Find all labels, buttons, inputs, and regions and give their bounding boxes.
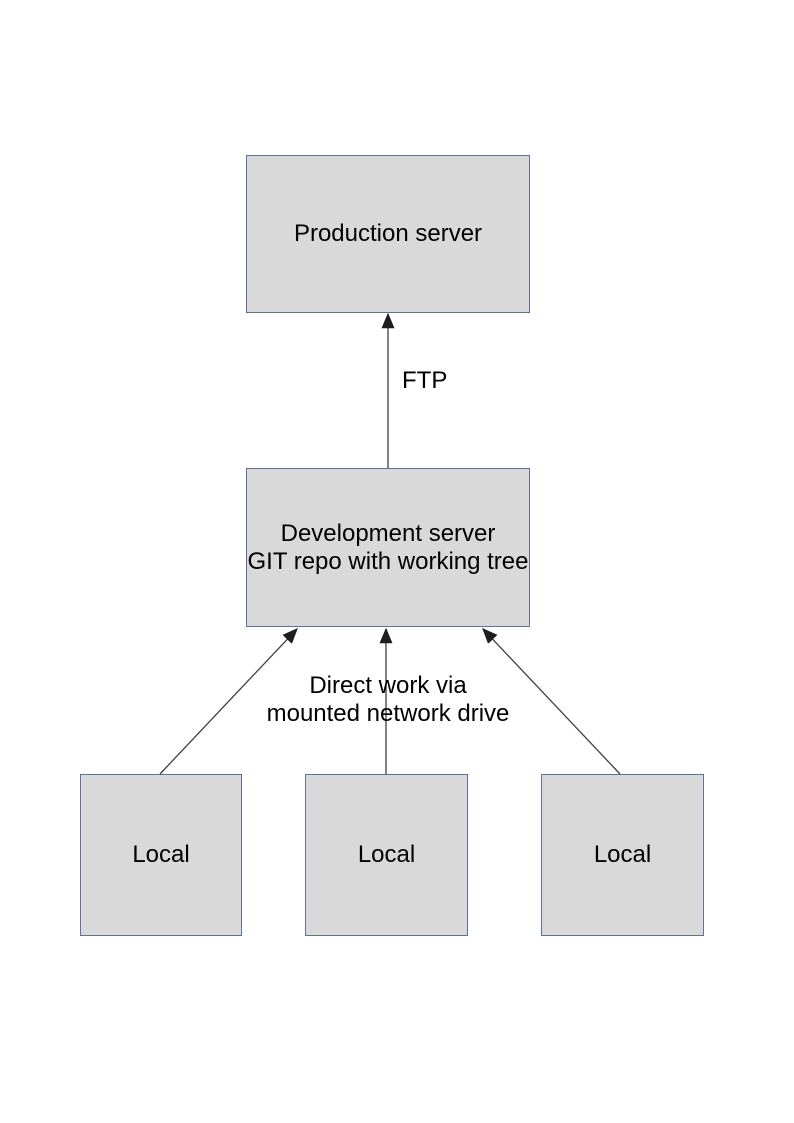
production-server-node: Production server — [246, 155, 530, 313]
development-server-label-line2: GIT repo with working tree — [247, 547, 529, 575]
local-node-left: Local — [80, 774, 242, 936]
development-server-node: Development server GIT repo with working… — [246, 468, 530, 627]
production-server-label: Production server — [293, 220, 483, 247]
development-server-label-line1: Development server — [280, 519, 496, 547]
direct-work-edge-label-line2: mounted network drive — [266, 700, 510, 727]
ftp-edge-label: FTP — [402, 367, 448, 394]
direct-work-edge-label: Direct work via mounted network drive — [267, 672, 510, 728]
local-left-label: Local — [132, 841, 190, 868]
local-middle-label: Local — [357, 841, 416, 868]
local-right-label: Local — [593, 841, 652, 868]
local-node-middle: Local — [305, 774, 468, 936]
direct-work-edge-label-line1: Direct work via — [309, 672, 467, 699]
local-node-right: Local — [541, 774, 704, 936]
